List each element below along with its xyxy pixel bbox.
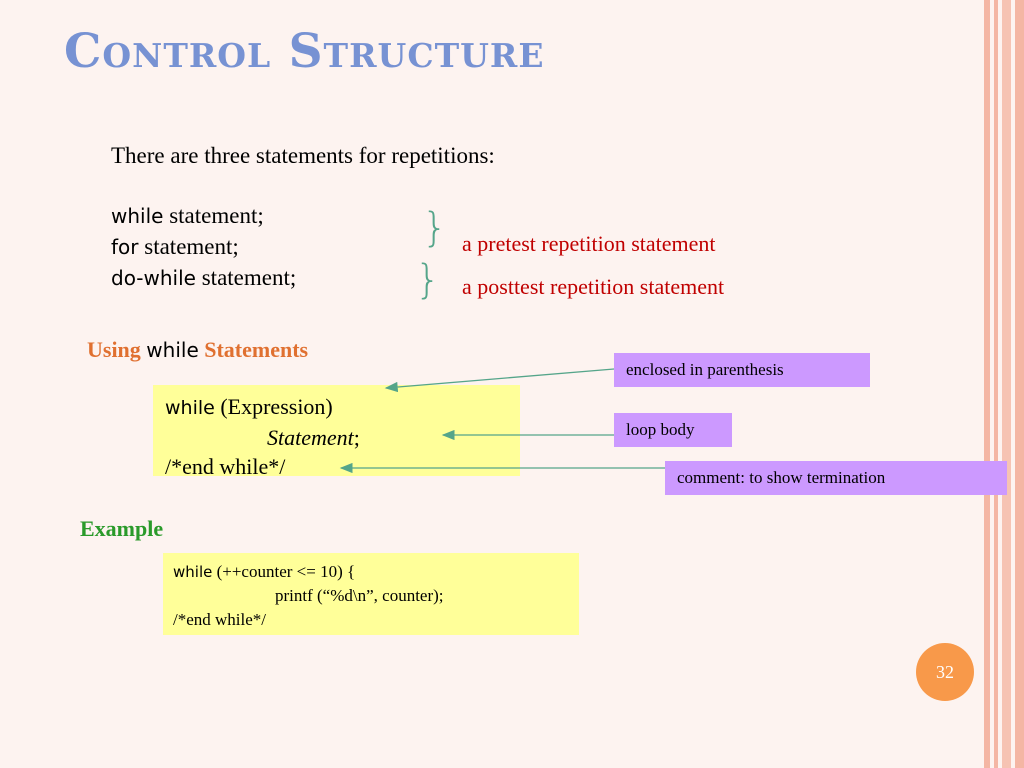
example-line-1: while (++counter <= 10) { <box>173 562 355 582</box>
callout-comment: comment: to show termination <box>665 461 1007 495</box>
code-text: (++counter <= 10) { <box>212 562 356 581</box>
syntax-code-block: while (Expression) Statement; /*end whil… <box>153 385 520 479</box>
statement-while: while statement; <box>111 203 264 229</box>
statement-keyword: do-while <box>111 266 196 290</box>
example-heading: Example <box>80 516 164 541</box>
code-line-1: while (Expression) <box>165 394 333 420</box>
pretest-note: a pretest repetition statement <box>462 231 716 256</box>
statement-do-while: do-while statement; <box>111 265 296 291</box>
heading-keyword: while <box>146 338 199 362</box>
example-line-3: /*end while*/ <box>173 610 267 629</box>
statement-text: statement; <box>163 203 264 228</box>
callout-parenthesis: enclosed in parenthesis <box>614 353 870 387</box>
slide-title: Control Structure <box>64 24 545 79</box>
code-keyword: while <box>165 397 215 419</box>
heading-prefix: Using <box>87 337 147 362</box>
code-line-2: Statement; <box>267 425 360 451</box>
statement-keyword: for <box>111 235 139 259</box>
intro-text: There are three statements for repetitio… <box>111 143 495 168</box>
heading-suffix: Statements <box>198 337 309 362</box>
using-while-heading: Using while Statements <box>87 337 308 363</box>
statement-keyword: while <box>111 204 164 228</box>
decorative-stripes <box>984 0 1024 768</box>
statement-text: statement; <box>195 265 297 290</box>
example-line-2: printf (“%d\n”, counter); <box>275 586 444 605</box>
posttest-note: a posttest repetition statement <box>462 274 725 299</box>
code-text: (Expression) <box>214 394 333 419</box>
statement-for: for statement; <box>111 234 239 260</box>
code-text: ; <box>353 425 360 450</box>
page-number-badge: 32 <box>916 643 974 701</box>
brace-posttest: } <box>415 257 441 303</box>
code-statement: Statement <box>267 425 354 450</box>
example-code-block: while (++counter <= 10) { printf (“%d\n”… <box>163 553 579 635</box>
arrow-parenthesis <box>384 368 615 393</box>
brace-pretest: } <box>422 205 448 251</box>
callout-loop-body: loop body <box>614 413 732 447</box>
code-line-3: /*end while*/ <box>165 454 286 479</box>
code-keyword: while <box>173 563 213 581</box>
statement-text: statement; <box>138 234 239 259</box>
